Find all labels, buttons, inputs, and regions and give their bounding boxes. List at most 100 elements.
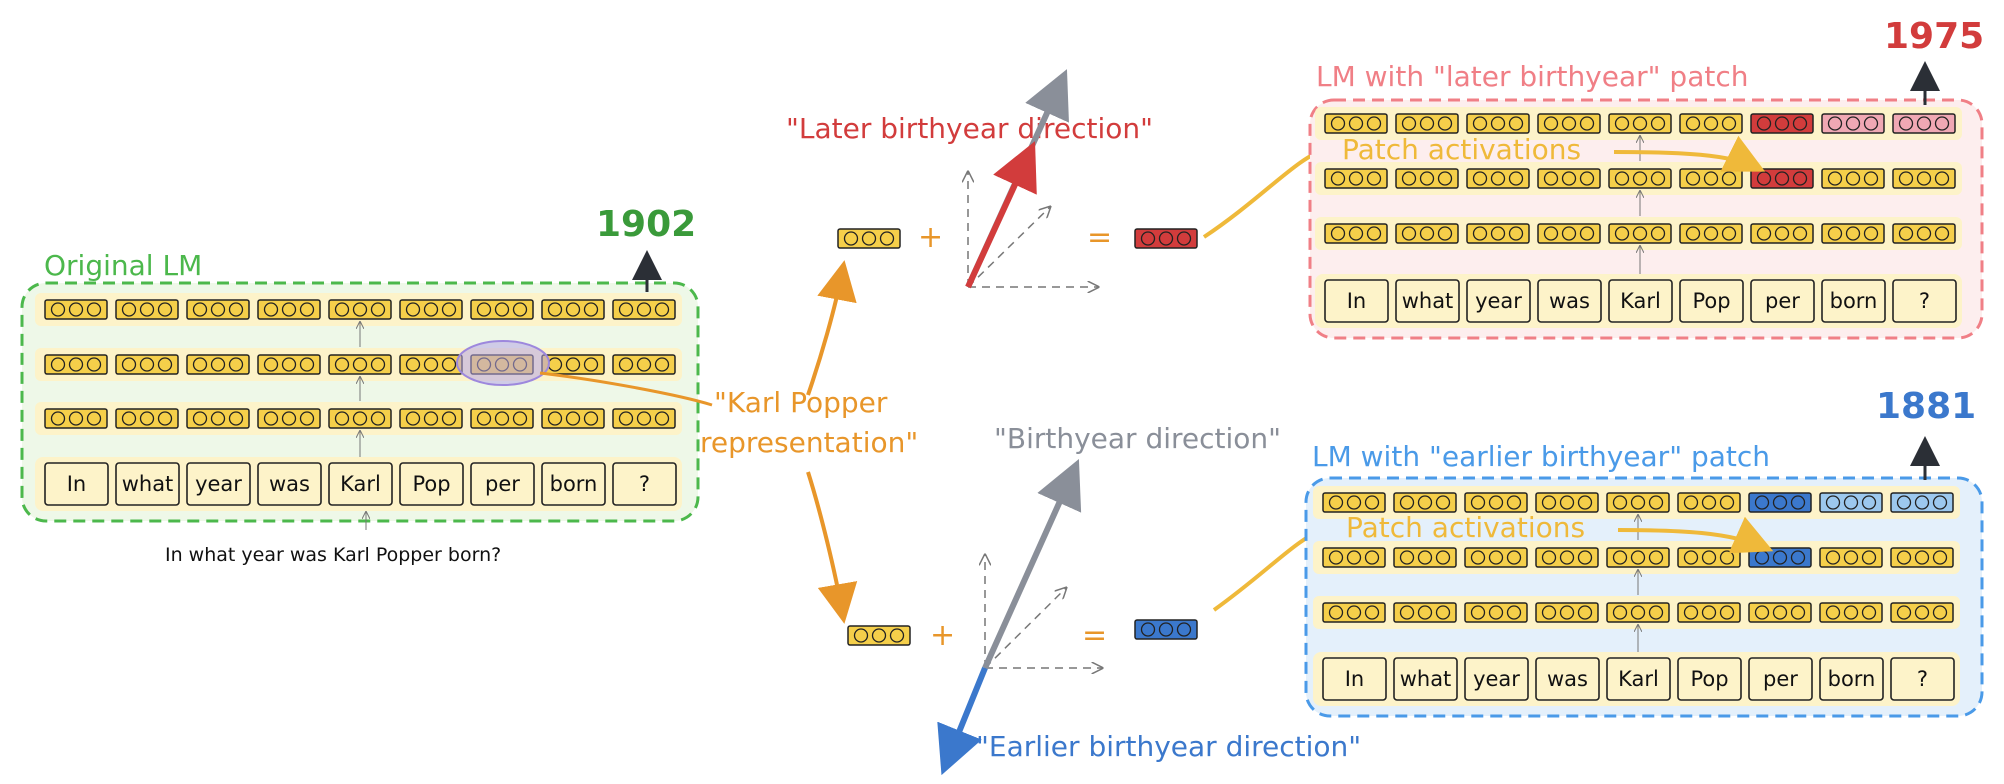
original-caption: In what year was Karl Popper born? [165,544,501,566]
activation-cell [1821,168,1885,189]
karl-popper-highlight [456,340,550,386]
token-label: was [269,472,310,496]
token-label: Pop [412,472,450,496]
activation-cell [257,299,321,320]
earlier-output-vector-cell [1134,619,1198,640]
activation-cell [541,408,605,429]
activation-cell [1535,492,1599,513]
activation-cell [44,354,108,375]
token-box: Pop [1679,279,1744,323]
token-label: Karl [1620,289,1661,313]
later-layer-rows [1315,107,1962,278]
token-label: born [550,472,598,496]
activation-cell [1606,602,1670,623]
token-label: born [1828,667,1876,691]
activation-cell [1324,223,1388,244]
activation-cell [1393,547,1457,568]
later-plus-sign: + [918,220,943,255]
activation-cell [1466,223,1530,244]
later-patch-label: Patch activations [1342,133,1581,166]
activation-cell [1821,223,1885,244]
activation-cell [399,299,463,320]
arrow-to-later-input [806,260,857,396]
original-lm-title: Original LM [44,249,202,282]
activation-cell [1324,168,1388,189]
activation-cell [1750,168,1814,189]
activation-cell [612,354,676,375]
token-label: per [1763,667,1798,691]
token-box: born [541,462,606,506]
activation-cell [1466,113,1530,134]
token-label: ? [1919,289,1930,313]
token-box: per [470,462,535,506]
earlier-patch-arrow [1617,516,1774,554]
earlier-patch-panel: LM with "earlier birthyear" patch 1881 I… [1304,386,1984,718]
activation-cell [1819,602,1883,623]
token-label: was [1547,667,1588,691]
token-box: what [1395,279,1460,323]
activation-cell [257,408,321,429]
token-label: In [1347,289,1367,313]
activation-cell [1324,113,1388,134]
activation-cell [1393,602,1457,623]
token-box: what [115,462,180,506]
token-label: was [1549,289,1590,313]
activation-cell [541,354,605,375]
activation-cell [1537,113,1601,134]
activation-cell [1890,492,1954,513]
token-box: was [1537,279,1602,323]
activation-cell [1395,168,1459,189]
activation-cell [1537,168,1601,189]
activation-cell [186,354,250,375]
later-direction-axes [968,69,1098,287]
activation-cell [612,299,676,320]
token-label: per [485,472,520,496]
activation-cell [115,354,179,375]
activation-cell [1464,547,1528,568]
activation-cell [1748,547,1812,568]
token-label: ? [639,472,650,496]
earlier-direction-label: "Earlier birthyear direction" [976,730,1361,763]
activation-cell [541,299,605,320]
activation-cell [115,408,179,429]
activation-cell [186,408,250,429]
activation-cell [1677,602,1741,623]
earlier-output-vector [1134,619,1198,640]
original-layer-rows [35,293,682,461]
activation-cell [1535,602,1599,623]
token-label: per [1765,289,1800,313]
activation-cell [328,408,392,429]
activation-cell [1892,113,1956,134]
representation-label-line1: "Karl Popper [714,386,888,419]
earlier-input-vector-cell [847,625,911,646]
activation-cell [1395,113,1459,134]
activation-cell [612,408,676,429]
token-box: per [1750,279,1815,323]
earlier-shift-arrow [937,666,988,776]
earlier-plus-sign: + [930,618,955,653]
token-box: In [1324,279,1389,323]
activation-cell [257,354,321,375]
activation-cell [115,299,179,320]
token-box: born [1821,279,1886,323]
earlier-input-vector [847,625,911,646]
activation-cell [1892,223,1956,244]
activation-cell [1679,113,1743,134]
activation-cell [1537,223,1601,244]
token-box: what [1393,657,1458,701]
token-box: year [1464,657,1529,701]
later-equals-sign: = [1087,220,1112,255]
token-box: year [186,462,251,506]
activation-cell [1679,223,1743,244]
token-box: year [1466,279,1531,323]
activation-cell [1750,223,1814,244]
token-box: In [1322,657,1387,701]
activation-cell [1748,602,1812,623]
activation-cell [1750,113,1814,134]
activation-cell [1821,113,1885,134]
token-label: Karl [1618,667,1659,691]
birthyear-direction-label: "Birthyear direction" [994,422,1281,455]
activation-cell [1606,547,1670,568]
